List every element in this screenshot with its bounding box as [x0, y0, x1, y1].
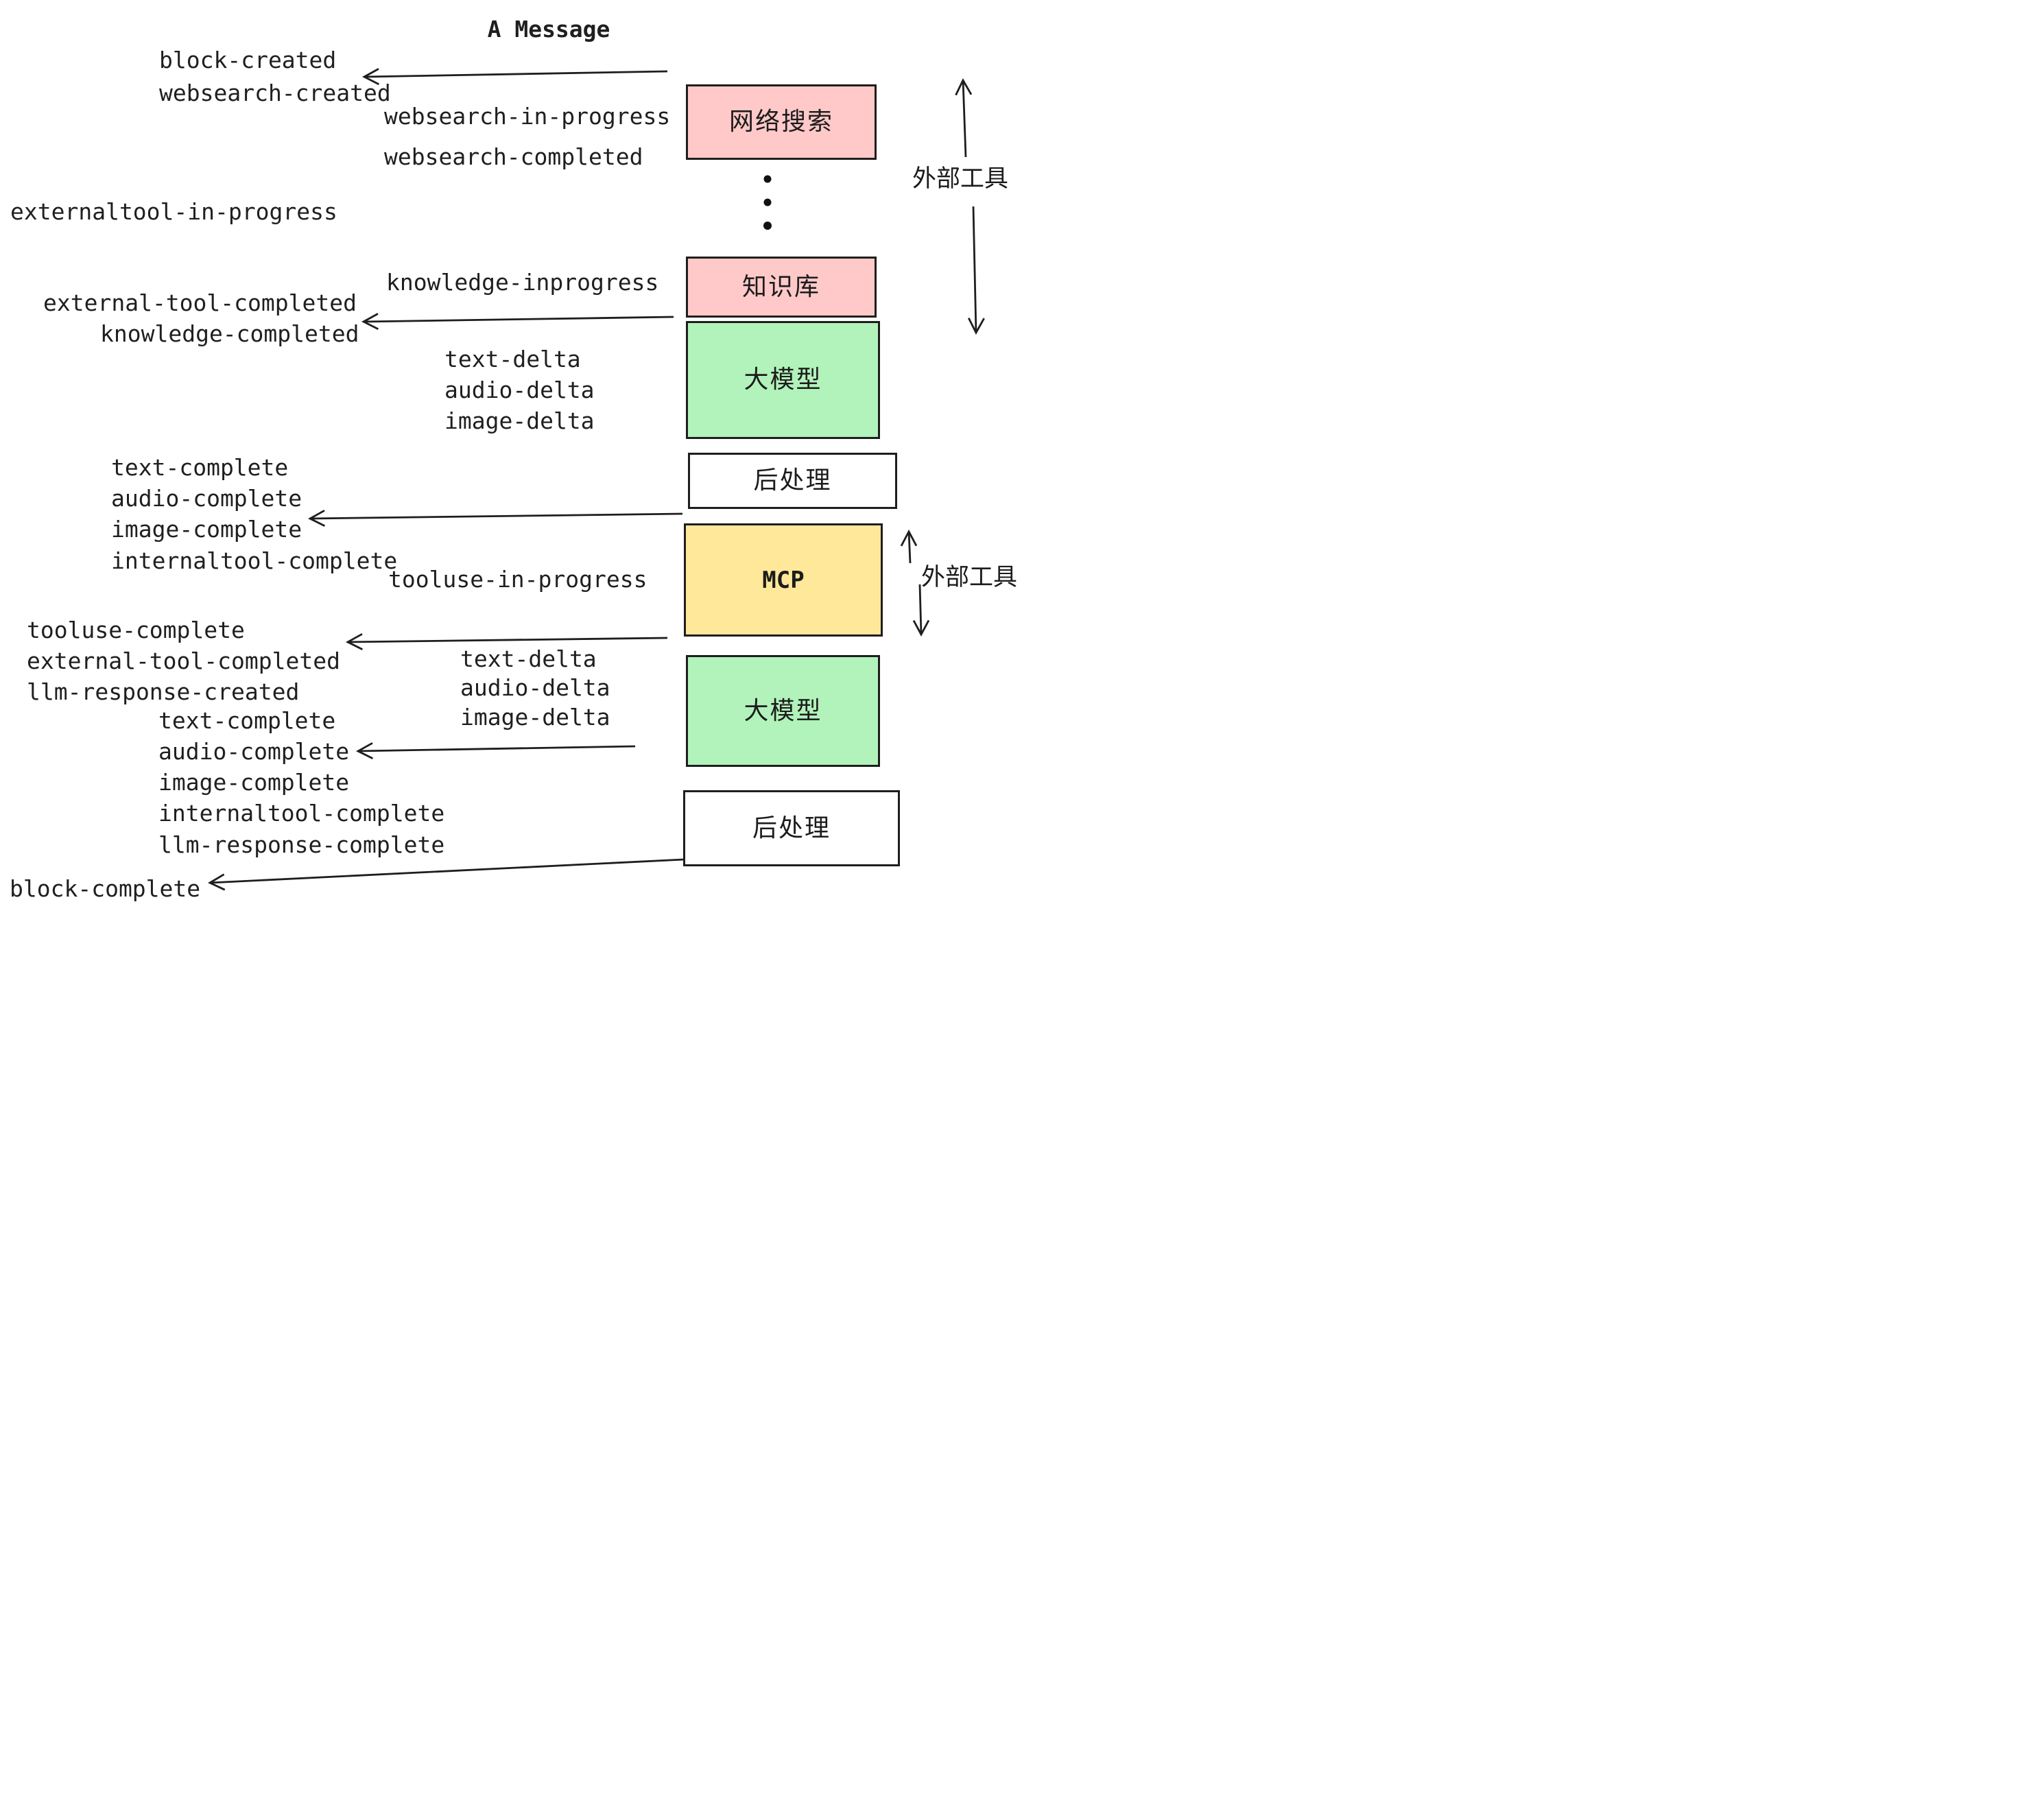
- box-llm-1: 大模型: [686, 321, 880, 439]
- event-label-audio-complete: audio-complete: [111, 485, 302, 512]
- event-label-block-created: block-created: [159, 47, 337, 73]
- event-label-text-delta-2: text-delta: [460, 645, 597, 672]
- side-label-external-tools-top: 外部工具: [912, 165, 1009, 193]
- box-mcp: MCP: [684, 523, 883, 637]
- event-label-llm-response-created: llm-response-created: [27, 678, 300, 705]
- box-knowledge: 知识库: [686, 257, 877, 318]
- down-arrow-icon: [912, 584, 930, 637]
- box-websearch-label: 网络搜索: [728, 108, 833, 136]
- event-label-audio-delta-2: audio-delta: [460, 674, 610, 701]
- event-label-websearch-created: websearch-created: [159, 80, 391, 106]
- event-label-websearch-completed: websearch-completed: [384, 143, 643, 170]
- box-websearch: 网络搜索: [686, 84, 877, 160]
- box-postprocess-1: 后处理: [688, 453, 897, 509]
- arrow-knowledge-to-knowledge-completed: [361, 313, 674, 331]
- arrow-websearch-to-block-created: [362, 68, 668, 86]
- arrow-llm2-to-complete-group: [356, 742, 636, 759]
- ellipsis-dots: [763, 175, 772, 230]
- box-knowledge-label: 知识库: [741, 272, 820, 301]
- arrow-post2-to-block-complete: [208, 858, 685, 891]
- arrow-post1-to-complete-group: [308, 510, 683, 527]
- event-label-image-delta-2: image-delta: [460, 704, 610, 731]
- event-label-knowledge-completed: knowledge-completed: [100, 320, 359, 347]
- down-arrow-icon: [967, 206, 985, 335]
- event-label-text-complete-2: text-complete: [158, 707, 336, 734]
- message-flow-diagram: A Message block-created websearch-create…: [0, 0, 1022, 902]
- event-label-externaltool-in-progress: externaltool-in-progress: [10, 198, 337, 225]
- side-label-external-tools-bottom: 外部工具: [921, 564, 1018, 591]
- box-llm-2-label: 大模型: [744, 696, 822, 725]
- event-label-websearch-in-progress: websearch-in-progress: [384, 103, 671, 130]
- box-postprocess-1-label: 后处理: [753, 466, 832, 495]
- up-arrow-icon: [955, 78, 973, 158]
- event-label-image-delta: image-delta: [444, 407, 595, 434]
- event-label-external-tool-completed: external-tool-completed: [43, 289, 357, 316]
- event-label-tooluse-complete: tooluse-complete: [27, 617, 245, 643]
- event-label-image-complete: image-complete: [111, 516, 302, 543]
- box-llm-1-label: 大模型: [744, 366, 822, 394]
- box-llm-2: 大模型: [686, 655, 880, 767]
- event-label-text-complete: text-complete: [111, 454, 289, 481]
- event-label-block-complete: block-complete: [10, 875, 201, 902]
- box-postprocess-2-label: 后处理: [752, 814, 831, 842]
- event-label-tooluse-in-progress: tooluse-in-progress: [388, 566, 647, 593]
- up-arrow-icon: [900, 530, 918, 564]
- arrow-mcp-to-tooluse-complete: [346, 633, 668, 650]
- event-label-internaltool-complete: internaltool-complete: [111, 547, 398, 574]
- event-label-external-tool-completed-2: external-tool-completed: [27, 648, 340, 674]
- event-label-audio-complete-2: audio-complete: [158, 738, 350, 765]
- event-label-audio-delta: audio-delta: [444, 377, 595, 403]
- event-label-text-delta: text-delta: [444, 346, 581, 372]
- event-label-internaltool-complete-2: internaltool-complete: [158, 800, 445, 827]
- diagram-arrows-layer: [208, 68, 985, 891]
- event-label-knowledge-inprogress: knowledge-inprogress: [386, 269, 659, 296]
- box-postprocess-2: 后处理: [683, 790, 900, 866]
- event-label-image-complete-2: image-complete: [158, 769, 350, 796]
- event-label-llm-response-complete: llm-response-complete: [158, 831, 445, 858]
- diagram-title: A Message: [487, 16, 610, 43]
- box-mcp-label: MCP: [762, 566, 805, 594]
